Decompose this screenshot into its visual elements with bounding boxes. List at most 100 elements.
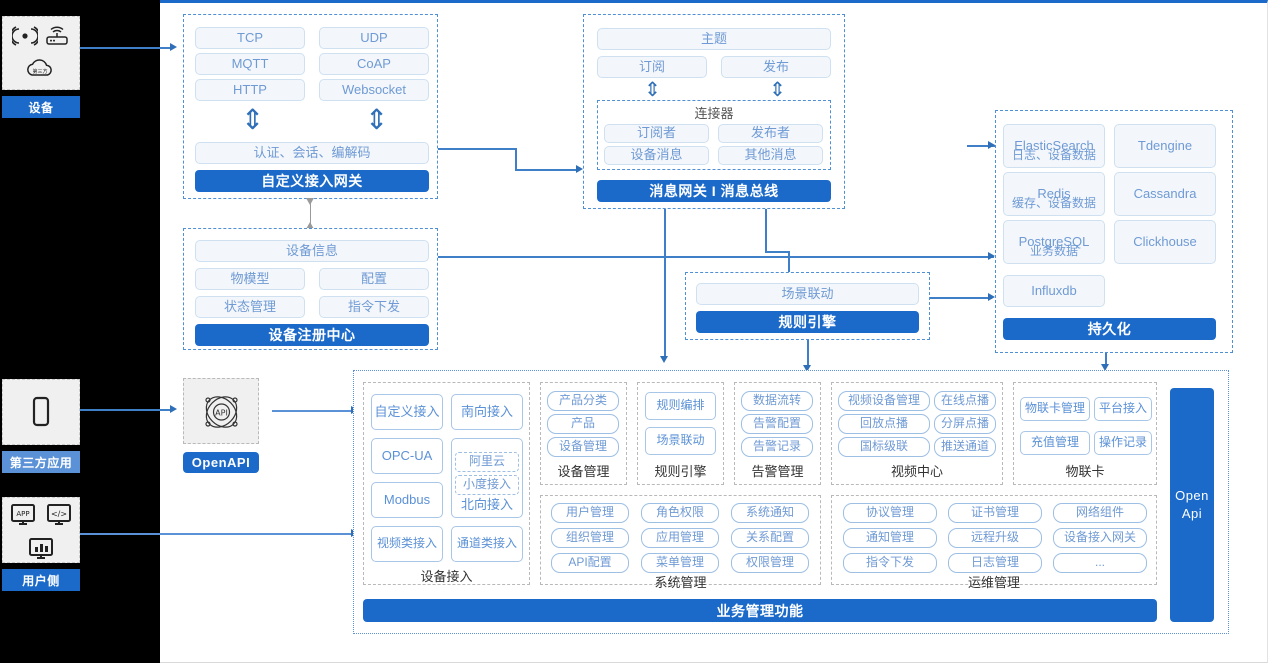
- vc-playback[interactable]: 回放点播: [838, 414, 930, 434]
- ic-platform-access[interactable]: 平台接入: [1094, 397, 1152, 421]
- arrow-thirdparty-to-openapi: [170, 405, 177, 413]
- access-custom[interactable]: 自定义接入: [371, 394, 443, 430]
- wifi-signal-icon: [12, 26, 38, 46]
- registry-command[interactable]: 指令下发: [319, 296, 429, 318]
- vc-split-screen[interactable]: 分屏点播: [934, 414, 996, 434]
- store-redis-sub: 缓存、设备数据: [1011, 195, 1096, 210]
- am-alarm-config[interactable]: 告警配置: [741, 414, 813, 434]
- sm-permission-mgmt[interactable]: 权限管理: [731, 553, 809, 573]
- caption-alarm-mgmt: 告警管理: [751, 463, 804, 479]
- access-channel[interactable]: 通道类接入: [451, 526, 523, 562]
- dm-product-category[interactable]: 产品分类: [547, 391, 619, 411]
- connector-subscriber[interactable]: 订阅者: [604, 124, 709, 143]
- connector-publisher[interactable]: 发布者: [718, 124, 823, 143]
- ic-recharge-mgmt[interactable]: 充值管理: [1020, 431, 1090, 455]
- om-network-component[interactable]: 网络组件: [1053, 503, 1147, 523]
- om-command-send[interactable]: 指令下发: [843, 553, 937, 573]
- connector-other-message[interactable]: 其他消息: [718, 146, 823, 165]
- caption-ops-mgmt: 运维管理: [967, 574, 1020, 590]
- rule-engine-bar[interactable]: 规则引擎: [696, 311, 919, 333]
- cloud-icon: 第三方: [27, 59, 52, 76]
- sm-api-config[interactable]: API配置: [551, 553, 629, 573]
- sm-user-mgmt[interactable]: 用户管理: [551, 503, 629, 523]
- store-cassandra[interactable]: Cassandra: [1114, 172, 1216, 216]
- gateway-middle-layer[interactable]: 认证、会话、编解码: [195, 142, 429, 164]
- connector-device-message[interactable]: 设备消息: [604, 146, 709, 165]
- registry-device-info[interactable]: 设备信息: [195, 240, 429, 262]
- store-redis[interactable]: Redis: [1003, 172, 1105, 216]
- om-device-gateway[interactable]: 设备接入网关: [1053, 528, 1147, 548]
- access-southbound[interactable]: 南向接入: [451, 394, 523, 430]
- caption-rule-engine: 规则引擎: [654, 463, 707, 479]
- sm-org-mgmt[interactable]: 组织管理: [551, 528, 629, 548]
- access-opcua[interactable]: OPC-UA: [371, 438, 443, 474]
- re-rule-orchestration[interactable]: 规则编排: [645, 392, 716, 420]
- vc-gb-cascade[interactable]: 国标级联: [838, 437, 930, 457]
- om-protocol-mgmt[interactable]: 协议管理: [843, 503, 937, 523]
- vc-online-play[interactable]: 在线点播: [934, 391, 996, 411]
- line-gateway-to-bus-2: [515, 148, 517, 170]
- dm-device-mgmt[interactable]: 设备管理: [547, 437, 619, 457]
- line-rule-to-persistence: [930, 297, 992, 299]
- arrow-rule-down: [803, 365, 811, 372]
- sm-system-notice[interactable]: 系统通知: [731, 503, 809, 523]
- caption-iot-card: 物联卡: [1065, 463, 1105, 479]
- sm-menu-mgmt[interactable]: 菜单管理: [641, 553, 719, 573]
- business-bar[interactable]: 业务管理功能: [363, 599, 1157, 622]
- bus-subscribe[interactable]: 订阅: [597, 56, 707, 78]
- ic-card-mgmt[interactable]: 物联卡管理: [1020, 397, 1090, 421]
- ic-operation-log[interactable]: 操作记录: [1094, 431, 1152, 455]
- store-influxdb[interactable]: Influxdb: [1003, 275, 1105, 307]
- protocol-coap[interactable]: CoAP: [319, 53, 429, 75]
- gateway-bar[interactable]: 自定义接入网关: [195, 170, 429, 192]
- registry-bar[interactable]: 设备注册中心: [195, 324, 429, 346]
- store-clickhouse[interactable]: Clickhouse: [1114, 220, 1216, 264]
- message-bus-bar[interactable]: 消息网关 I 消息总线: [597, 180, 831, 202]
- protocol-mqtt[interactable]: MQTT: [195, 53, 305, 75]
- registry-state-mgmt[interactable]: 状态管理: [195, 296, 305, 318]
- persistence-bar[interactable]: 持久化: [1003, 318, 1216, 340]
- sm-relation-config[interactable]: 关系配置: [731, 528, 809, 548]
- arrow-gateway-to-bus: [576, 165, 583, 173]
- access-aliyun[interactable]: 阿里云: [455, 452, 519, 473]
- bus-topic[interactable]: 主题: [597, 28, 831, 50]
- actor-device: 第三方 设备: [2, 16, 80, 118]
- access-modbus[interactable]: Modbus: [371, 482, 443, 518]
- sm-role-permission[interactable]: 角色权限: [641, 503, 719, 523]
- om-notice-mgmt[interactable]: 通知管理: [843, 528, 937, 548]
- om-more[interactable]: ...: [1053, 553, 1147, 573]
- store-postgresql[interactable]: PostgreSQL: [1003, 220, 1105, 264]
- line-bus-down-right-2: [765, 251, 789, 253]
- rule-scene-linkage[interactable]: 场景联动: [696, 283, 919, 305]
- svg-text:</>: </>: [51, 510, 67, 519]
- re-scene-linkage[interactable]: 场景联动: [645, 427, 716, 455]
- am-data-flow[interactable]: 数据流转: [741, 391, 813, 411]
- om-log-mgmt[interactable]: 日志管理: [948, 553, 1042, 573]
- vc-push-channel[interactable]: 推送通道: [934, 437, 996, 457]
- dm-product[interactable]: 产品: [547, 414, 619, 434]
- line-userside-to-business: [80, 533, 355, 535]
- protocol-udp[interactable]: UDP: [319, 27, 429, 49]
- protocol-websocket[interactable]: Websocket: [319, 79, 429, 101]
- om-remote-upgrade[interactable]: 远程升级: [948, 528, 1042, 548]
- bus-publish[interactable]: 发布: [721, 56, 831, 78]
- sm-app-mgmt[interactable]: 应用管理: [641, 528, 719, 548]
- registry-thing-model[interactable]: 物模型: [195, 268, 305, 290]
- vc-video-device-mgmt[interactable]: 视频设备管理: [838, 391, 930, 411]
- registry-config[interactable]: 配置: [319, 268, 429, 290]
- protocol-http[interactable]: HTTP: [195, 79, 305, 101]
- access-xiaodu[interactable]: 小度接入: [455, 475, 519, 496]
- arrow-gateway-down: [306, 222, 314, 229]
- thirdparty-icon-box: [2, 379, 80, 445]
- caption-video-center: 视频中心: [890, 463, 943, 479]
- open-api-vertical-bar[interactable]: Open Api: [1170, 388, 1214, 622]
- store-tdengine[interactable]: Tdengine: [1114, 124, 1216, 168]
- om-cert-mgmt[interactable]: 证书管理: [948, 503, 1042, 523]
- protocol-tcp[interactable]: TCP: [195, 27, 305, 49]
- access-video[interactable]: 视频类接入: [371, 526, 443, 562]
- access-northbound-wrap[interactable]: 阿里云 小度接入 北向接入: [451, 438, 523, 518]
- store-elasticsearch[interactable]: ElasticSearch: [1003, 124, 1105, 168]
- openapi-label[interactable]: OpenAPI: [183, 452, 259, 473]
- am-alarm-record[interactable]: 告警记录: [741, 437, 813, 457]
